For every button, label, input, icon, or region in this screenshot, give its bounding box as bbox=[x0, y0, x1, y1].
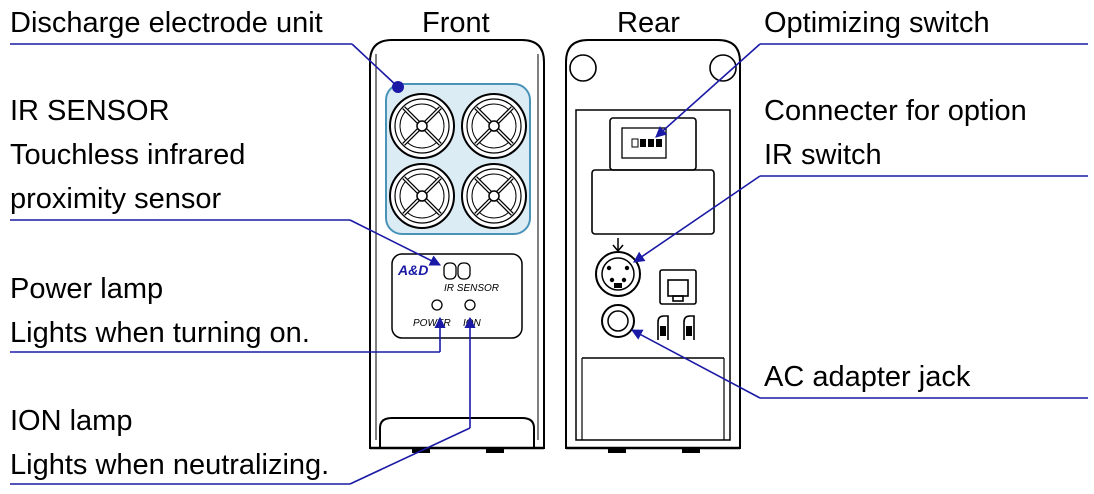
label-ir-sensor-title: IR SENSOR bbox=[10, 95, 170, 127]
cable-clip bbox=[657, 315, 695, 340]
front-device bbox=[369, 39, 545, 453]
heading-rear: Rear bbox=[617, 7, 680, 39]
label-ir-sensor-desc2: proximity sensor bbox=[10, 183, 222, 215]
label-power-lamp-title: Power lamp bbox=[10, 273, 164, 305]
ac-adapter-jack[interactable] bbox=[601, 304, 635, 338]
label-optimizing-switch: Optimizing switch bbox=[764, 7, 990, 39]
front-control-panel: A&D IR SENSOR POWER ION bbox=[391, 253, 523, 339]
heading-front: Front bbox=[422, 7, 490, 39]
ir-switch-port[interactable] bbox=[595, 238, 641, 297]
label-connector-for-option: Connecter for option bbox=[764, 95, 1027, 127]
rear-device bbox=[565, 39, 741, 453]
ion-panel-text: ION bbox=[463, 318, 482, 329]
label-discharge-electrode-unit: Discharge electrode unit bbox=[10, 7, 323, 39]
electrode-top-left bbox=[389, 93, 455, 159]
power-panel-text: POWER bbox=[413, 318, 451, 329]
label-ir-sensor-desc1: Touchless infrared bbox=[10, 139, 246, 171]
label-ion-lamp-title: ION lamp bbox=[10, 405, 133, 437]
ir-sensor-window-right bbox=[457, 262, 471, 280]
ir-sensor-window-left bbox=[443, 262, 457, 280]
optimizing-switch[interactable] bbox=[631, 138, 662, 148]
label-power-lamp-desc: Lights when turning on. bbox=[10, 317, 310, 349]
label-ion-lamp-desc: Lights when neutralizing. bbox=[10, 449, 330, 481]
brand-logo: A&D bbox=[397, 262, 428, 278]
electrode-bottom-right bbox=[461, 163, 527, 229]
leader-lines bbox=[10, 43, 1088, 485]
option-connector-port[interactable] bbox=[659, 269, 697, 305]
electrode-grid bbox=[389, 93, 527, 229]
electrode-top-right bbox=[461, 93, 527, 159]
power-lamp bbox=[431, 299, 443, 311]
electrode-bottom-left bbox=[389, 163, 455, 229]
ion-lamp bbox=[464, 299, 476, 311]
leader-discharge-dot bbox=[392, 81, 404, 93]
label-ac-adapter-jack: AC adapter jack bbox=[764, 361, 971, 393]
label-ir-switch: IR switch bbox=[764, 139, 882, 171]
ir-sensor-panel-text: IR SENSOR bbox=[444, 283, 499, 294]
